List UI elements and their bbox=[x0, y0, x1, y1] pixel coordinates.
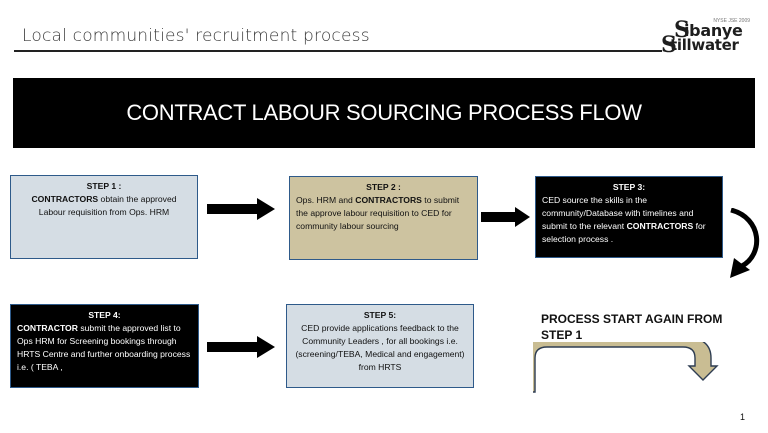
process-flow-banner: CONTRACT LABOUR SOURCING PROCESS FLOW bbox=[13, 78, 755, 148]
page-number: 1 bbox=[740, 412, 746, 422]
logo-s-glyph-top: S bbox=[674, 17, 690, 43]
step-1-body: CONTRACTORS obtain the approved Labour r… bbox=[17, 193, 191, 219]
slide-header-title: Local communities' recruitment process bbox=[22, 26, 370, 46]
step-2-pre: Ops. HRM and bbox=[296, 195, 356, 205]
step-4-text: submit the approved list to Ops HRM for … bbox=[17, 323, 191, 372]
step-5-title: STEP 5: bbox=[363, 310, 397, 320]
logo-s-glyph-bottom: S bbox=[661, 32, 677, 58]
step-3-pre: CED source the skills in the community/D… bbox=[542, 195, 694, 231]
step-1-title: STEP 1 : bbox=[86, 181, 122, 191]
step-2-body: Ops. HRM and CONTRACTORS to submit the a… bbox=[296, 194, 471, 233]
step-3-title: STEP 3: bbox=[612, 182, 646, 192]
logo-line-2: tillwater bbox=[670, 36, 739, 54]
step-4-title: STEP 4: bbox=[88, 310, 121, 320]
banner-title: CONTRACT LABOUR SOURCING PROCESS FLOW bbox=[126, 100, 642, 125]
step-4-lead: CONTRACTOR bbox=[17, 323, 78, 333]
step-2-lead: CONTRACTORS bbox=[355, 195, 422, 205]
arrow-step3-curved-down bbox=[730, 208, 760, 278]
step-3-body: CED source the skills in the community/D… bbox=[542, 194, 716, 246]
step-5-body: CED provide applications feedback to the… bbox=[295, 323, 465, 372]
header-divider bbox=[14, 50, 662, 52]
step-2-text: to submit the approve labour requisition… bbox=[296, 195, 460, 231]
step-3-box: STEP 3: CED source the skills in the com… bbox=[535, 176, 723, 258]
step-5-box: STEP 5: CED provide applications feedbac… bbox=[286, 304, 474, 388]
logo-tagline: NYSE JSE 2009 bbox=[713, 18, 750, 24]
step-4-box: STEP 4: CONTRACTOR submit the approved l… bbox=[10, 304, 199, 388]
step-1-box: STEP 1 : CONTRACTORS obtain the approved… bbox=[10, 175, 198, 259]
restart-label: PROCESS START AGAIN FROM STEP 1 bbox=[541, 312, 723, 342]
loop-back-arrow bbox=[533, 342, 719, 393]
step-3-lead: CONTRACTORS bbox=[626, 221, 694, 231]
step-4-body: CONTRACTOR submit the approved list to O… bbox=[17, 322, 192, 374]
arrow-step2-to-step3 bbox=[481, 207, 530, 227]
step-2-box: STEP 2 : Ops. HRM and CONTRACTORS to sub… bbox=[289, 176, 478, 260]
step-3-text: for selection process . bbox=[542, 221, 706, 244]
step-1-lead: CONTRACTORS bbox=[31, 194, 99, 204]
arrow-step4-to-step5 bbox=[207, 336, 275, 358]
arrow-step1-to-step2 bbox=[207, 198, 275, 220]
logo-line-1: ibanye bbox=[684, 21, 743, 40]
sibanye-stillwater-logo: NYSE JSE 2009 S ibanye S tillwater bbox=[661, 17, 758, 58]
step-2-title: STEP 2 : bbox=[366, 182, 401, 192]
step-1-text: obtain the approved Labour requisition f… bbox=[38, 194, 177, 217]
